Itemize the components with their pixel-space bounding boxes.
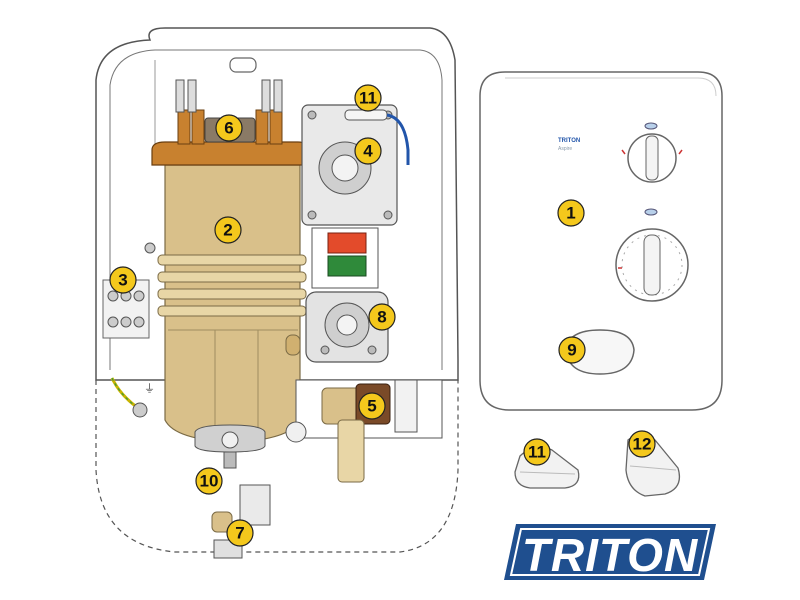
svg-text:1: 1 bbox=[566, 204, 575, 223]
svg-text:2: 2 bbox=[223, 221, 232, 240]
callout-4: 4 bbox=[354, 137, 382, 165]
callout-3: 3 bbox=[109, 266, 137, 294]
svg-text:5: 5 bbox=[367, 397, 376, 416]
svg-text:⏚: ⏚ bbox=[144, 382, 155, 395]
svg-text:4: 4 bbox=[363, 142, 373, 161]
callout-6: 6 bbox=[215, 114, 243, 142]
pressure-switch bbox=[344, 109, 410, 165]
svg-text:12: 12 bbox=[633, 435, 652, 454]
flow-valve bbox=[305, 291, 389, 363]
outlet-pipe bbox=[211, 484, 271, 559]
solenoid-coil bbox=[311, 227, 379, 289]
callout-1: 1 bbox=[557, 199, 585, 227]
power-selector-dial[interactable] bbox=[621, 133, 683, 183]
svg-text:11: 11 bbox=[359, 89, 377, 108]
earth-lead: ⏚ bbox=[110, 377, 155, 418]
callout-8: 8 bbox=[368, 303, 396, 331]
callout-12: 12 bbox=[628, 430, 656, 458]
callout-9: 9 bbox=[558, 336, 586, 364]
cover-brand-text: TRITON bbox=[558, 138, 580, 144]
cover-model-text: Aspire bbox=[558, 146, 572, 152]
svg-text:10: 10 bbox=[200, 472, 219, 491]
stabiliser-valve bbox=[301, 104, 398, 226]
callout-5: 5 bbox=[358, 392, 386, 420]
heater-elements bbox=[151, 79, 309, 166]
logo-text: TRITON bbox=[522, 529, 698, 581]
svg-text:11: 11 bbox=[528, 443, 546, 462]
callout-11-pressure-switch: 11 bbox=[354, 84, 382, 112]
triton-logo: TRITON bbox=[504, 524, 716, 581]
start-stop-button[interactable] bbox=[565, 329, 635, 375]
callout-2: 2 bbox=[214, 216, 242, 244]
svg-text:8: 8 bbox=[377, 308, 386, 327]
callout-11-spare-button: 11 bbox=[523, 438, 551, 466]
callout-7: 7 bbox=[226, 519, 254, 547]
svg-text:9: 9 bbox=[567, 341, 576, 360]
thermal-cutout bbox=[194, 424, 266, 469]
svg-text:6: 6 bbox=[224, 119, 233, 138]
callout-10: 10 bbox=[195, 467, 223, 495]
temperature-dial[interactable] bbox=[615, 228, 689, 302]
terminal-block bbox=[102, 279, 150, 339]
svg-text:3: 3 bbox=[118, 271, 127, 290]
heater-can bbox=[144, 164, 307, 443]
svg-text:7: 7 bbox=[235, 524, 244, 543]
